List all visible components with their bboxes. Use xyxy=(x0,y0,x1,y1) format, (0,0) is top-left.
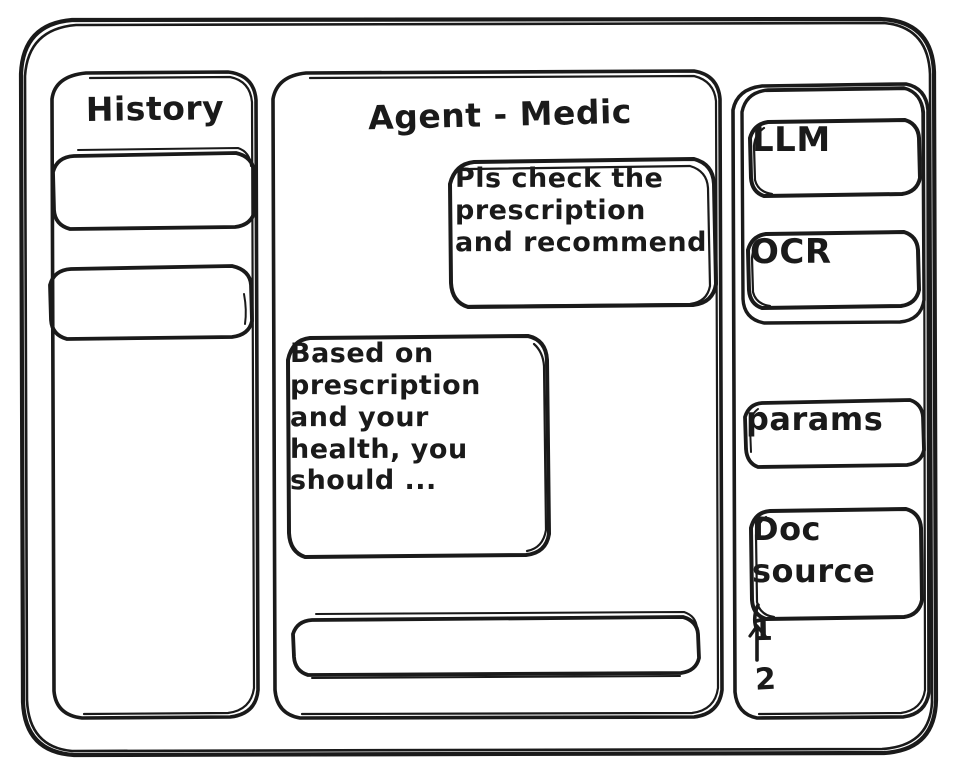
composer-input-value xyxy=(295,614,697,634)
doc-source-list-item[interactable]: 2 xyxy=(754,661,778,698)
composer-input[interactable] xyxy=(295,617,697,671)
tool-label-params: params xyxy=(746,400,884,438)
tool-label-ocr: OCR xyxy=(750,232,832,272)
message-text-user: Pls check the prescription and recommend xyxy=(455,163,707,258)
message-text-agent: Based on prescription and your health, y… xyxy=(290,338,481,497)
tool-button-doc-source[interactable]: Doc source xyxy=(752,509,918,619)
page-title: Agent - Medic xyxy=(367,91,633,138)
message-bubble-user: Pls check the prescription and recommend xyxy=(455,163,710,305)
history-item-label xyxy=(60,151,255,176)
doc-source-list-item[interactable]: 1 xyxy=(751,612,774,649)
sidebar-left-title: History xyxy=(85,88,225,129)
tool-label-doc-source: Doc source xyxy=(752,510,876,590)
tool-button-ocr[interactable]: OCR xyxy=(750,232,915,305)
history-item[interactable] xyxy=(60,152,255,224)
tool-button-llm[interactable]: LLM xyxy=(752,120,915,193)
message-bubble-agent: Based on prescription and your health, y… xyxy=(290,338,548,556)
history-item[interactable] xyxy=(57,265,252,331)
tool-label-llm: LLM xyxy=(752,120,831,160)
history-item-label xyxy=(57,264,252,287)
tool-button-params[interactable]: params xyxy=(746,400,919,464)
